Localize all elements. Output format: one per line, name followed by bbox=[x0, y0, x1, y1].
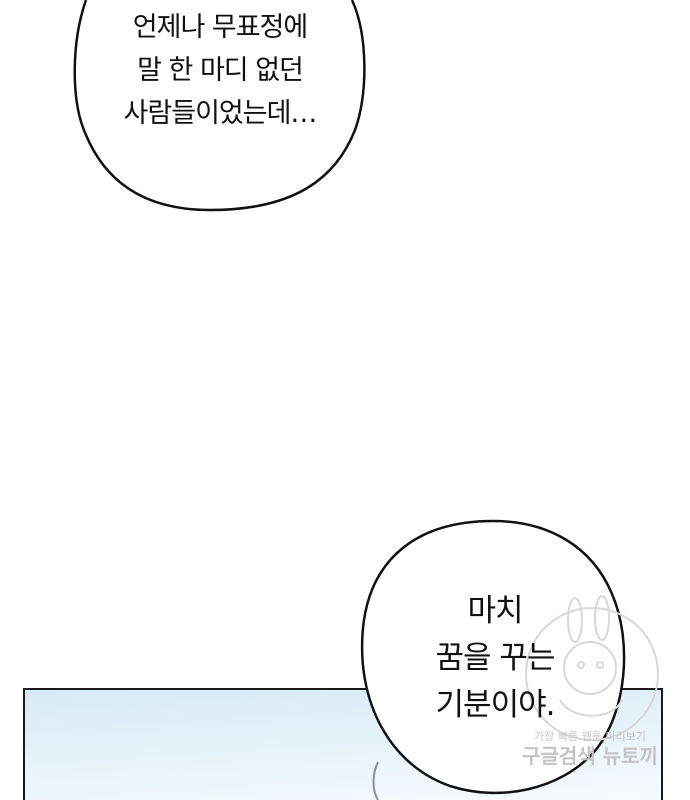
watermark: 가장 빠른 웹툰 미리보기 구글검색 뉴토끼 bbox=[505, 730, 675, 768]
speech-line: 말 한 마디 없던 bbox=[137, 55, 304, 86]
speech-bubble-1 bbox=[73, 0, 366, 212]
speech-line: 꿈을 꾸는 bbox=[435, 640, 556, 676]
speech-line: 사람들이었는데… bbox=[123, 98, 318, 129]
panel-art-line bbox=[372, 761, 379, 800]
watermark-tagline: 가장 빠른 웹툰 미리보기 bbox=[534, 730, 646, 743]
speech-line: 기분이야. bbox=[435, 687, 556, 723]
speech-bubble-2-text: 마치 꿈을 꾸는 기분이야. bbox=[380, 588, 610, 729]
speech-line: 마치 bbox=[467, 593, 523, 629]
watermark-site-name: 구글검색 뉴토끼 bbox=[522, 744, 658, 768]
speech-bubble-2 bbox=[360, 519, 626, 795]
speech-line: 언제나 무표정에 bbox=[132, 12, 308, 43]
speech-bubble-1-text: 언제나 무표정에 말 한 마디 없던 사람들이었는데… bbox=[95, 6, 345, 135]
watermark-mascot-logo bbox=[525, 595, 659, 741]
